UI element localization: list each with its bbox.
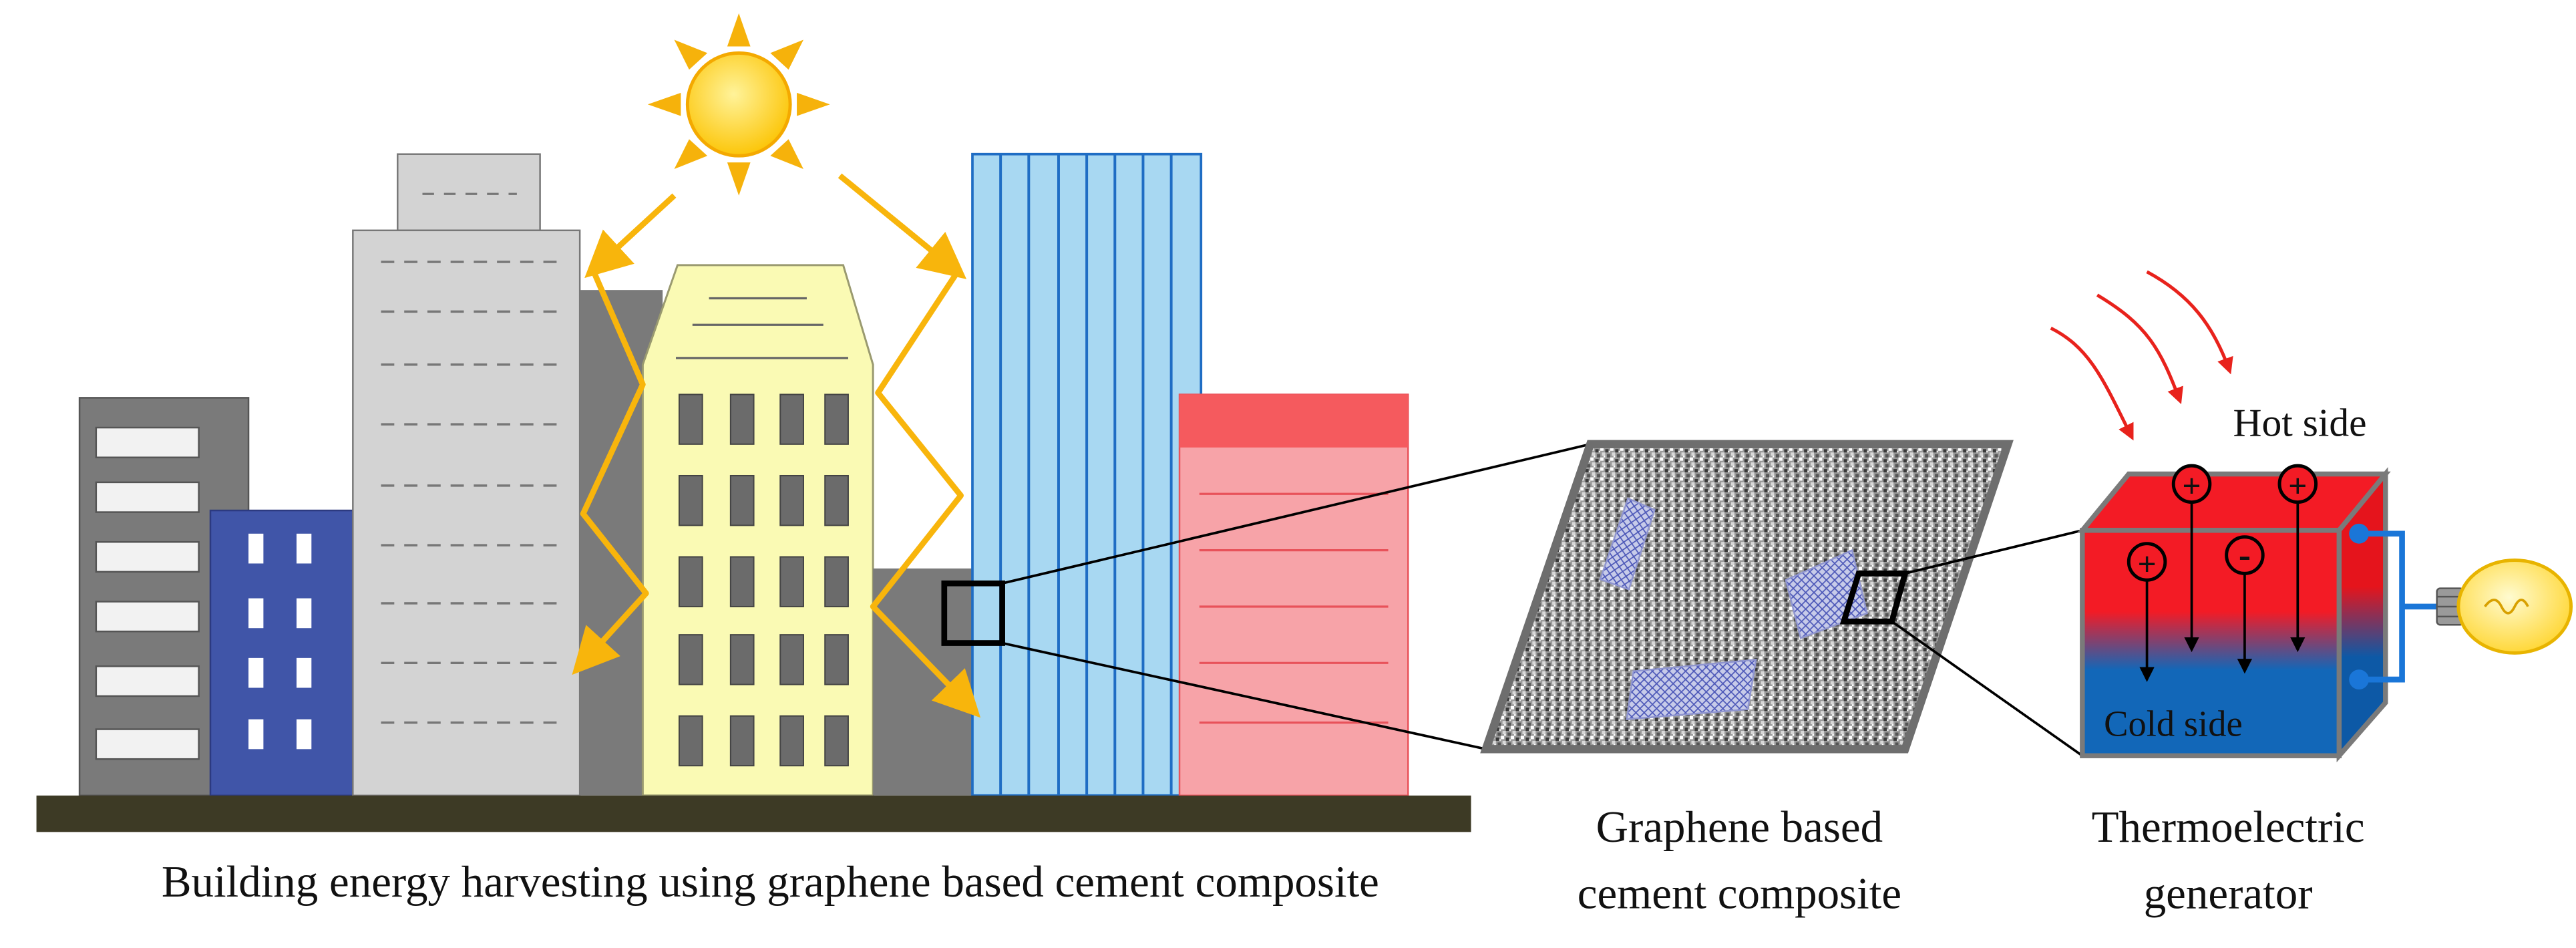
- charge-plus-1: +: [2182, 468, 2201, 504]
- charge-minus-1: -: [2239, 534, 2251, 575]
- light-bulb-icon: [2436, 559, 2573, 655]
- teg-caption-line1: Thermoelectric: [2092, 802, 2365, 852]
- building-pink: [1178, 393, 1409, 797]
- main-caption: Building energy harvesting using graphen…: [162, 857, 1379, 907]
- sunlight-path-left: [584, 193, 677, 279]
- heat-arrows: [2050, 270, 2233, 441]
- zoom-box-wall: [941, 580, 1005, 646]
- charge-plus-3: +: [2137, 546, 2156, 583]
- sunlight-path-right: [838, 173, 967, 279]
- charge-carriers: [2127, 464, 2318, 682]
- building-yellow: [641, 264, 874, 797]
- thermoelectric-generator: + + + -: [2076, 464, 2573, 763]
- composite-caption-line1: Graphene based: [1596, 802, 1883, 852]
- hot-side-label: Hot side: [2233, 400, 2367, 444]
- cold-side-label: Cold side: [2104, 703, 2243, 744]
- ground: [36, 795, 1471, 832]
- building-glass-tower: [971, 152, 1203, 797]
- building-light-grey: [352, 153, 581, 797]
- terminal-bottom: [2349, 669, 2369, 689]
- sun-icon: [647, 13, 830, 196]
- teg-caption-line2: generator: [2144, 868, 2313, 918]
- sun-disc: [685, 51, 792, 158]
- zoom-lines-wall: [1002, 443, 1591, 751]
- zoom-lines-composite: [1891, 529, 2083, 757]
- building-dark-mid: [873, 568, 976, 796]
- charge-plus-2: +: [2288, 468, 2307, 504]
- terminal-top: [2349, 523, 2369, 544]
- graphene-cement-composite: [1480, 440, 2014, 754]
- sun-rays: [647, 13, 830, 196]
- composite-caption-line2: cement composite: [1578, 868, 1901, 918]
- building-blue: [209, 509, 354, 797]
- sunlight-paths: [572, 173, 981, 718]
